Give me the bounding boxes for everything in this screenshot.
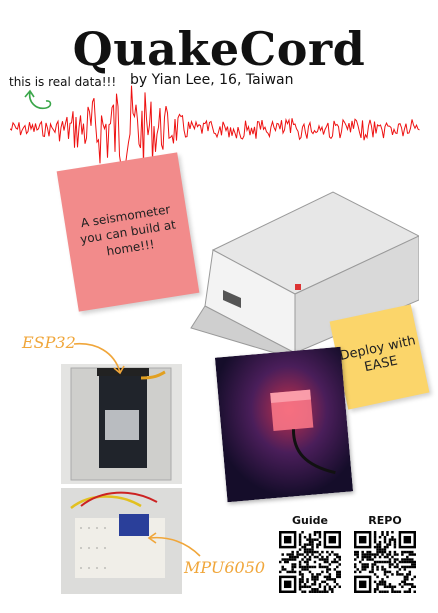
sticky-note-pink: A seismometer you can build at home!!! bbox=[56, 152, 200, 312]
esp32-handwritten-label: ESP32 bbox=[22, 333, 76, 352]
waveform-trace bbox=[10, 85, 420, 178]
photo-esp32-board bbox=[61, 364, 182, 484]
yellow-note-text: Deploy with EASE bbox=[338, 333, 418, 376]
green-arrow-icon bbox=[24, 89, 52, 110]
qr-guide-label: Guide bbox=[292, 514, 328, 527]
mpu6050-arrow-icon bbox=[147, 532, 201, 557]
qr-code-guide-icon[interactable] bbox=[279, 531, 341, 593]
real-data-note: this is real data!!! bbox=[9, 75, 117, 89]
poster-title: QuakeCord bbox=[72, 22, 366, 76]
pink-note-text: A seismometer you can build at home!!! bbox=[79, 201, 177, 259]
qr-code-repo-icon[interactable] bbox=[354, 531, 416, 593]
photo-deployed-device bbox=[214, 346, 354, 503]
seismogram-waveform bbox=[10, 85, 420, 178]
author-byline: by Yian Lee, 16, Taiwan bbox=[130, 72, 294, 88]
mpu6050-handwritten-label: MPU6050 bbox=[184, 558, 266, 577]
photo-mpu6050-breadboard bbox=[61, 488, 182, 594]
esp32-arrow-icon bbox=[73, 343, 125, 375]
qr-repo-label: REPO bbox=[368, 514, 402, 527]
enclosure-render bbox=[190, 191, 419, 353]
